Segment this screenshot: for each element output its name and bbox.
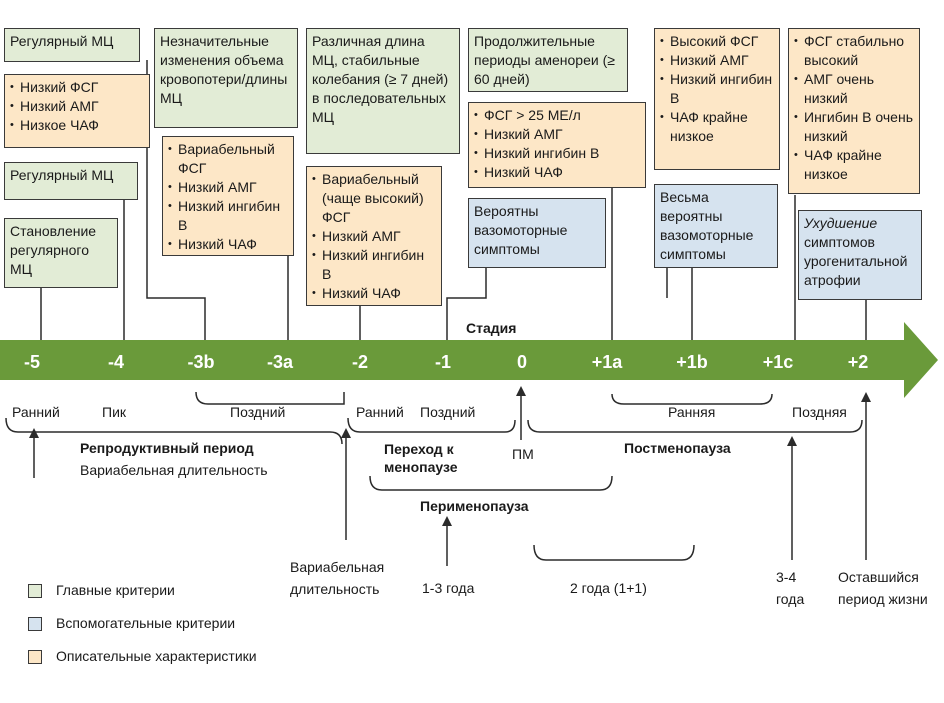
- box-stage-minus1-desc: ФСГ > 25 МЕ/лНизкий АМГНизкий ингибин ВН…: [468, 102, 646, 188]
- desc-list: ФСГ стабильно высокийАМГ очень низкийИнг…: [794, 32, 914, 184]
- desc-item: Низкий АМГ: [474, 125, 640, 144]
- label-late-transition: Поздний: [420, 404, 476, 420]
- box-stage-plus1a-desc: Высокий ФСГНизкий АМГНизкий ингибин ВЧАФ…: [654, 28, 780, 170]
- box-cycle-establishment: Становление регулярного МЦ: [4, 218, 118, 288]
- desc-item: ФСГ > 25 МЕ/л: [474, 106, 640, 125]
- legend-desc-swatch: [28, 650, 42, 664]
- desc-item: Ингибин В очень низкий: [794, 108, 914, 146]
- desc-item: Низкий ингибин В: [168, 197, 288, 235]
- desc-list: Высокий ФСГНизкий АМГНизкий ингибин ВЧАФ…: [660, 32, 774, 146]
- stage-label: -4: [107, 352, 125, 372]
- label-remaining-life: Оставшийся период жизни: [838, 569, 928, 607]
- box-variable-length: Различная длина МЦ, стабильные колебания…: [306, 28, 460, 154]
- desc-item: Низкий ЧАФ: [312, 284, 436, 303]
- desc-list: Вариабельный (чаще высокий) ФСГНизкий АМ…: [312, 170, 436, 303]
- legend-desc-label: Описательные характеристики: [56, 648, 257, 664]
- desc-item: Низкий ингибин В: [312, 246, 436, 284]
- box-stage-minus5-desc: Низкий ФСГНизкий АМГНизкое ЧАФ: [4, 74, 150, 148]
- stage-label: -1: [434, 352, 452, 372]
- desc-list: ФСГ > 25 МЕ/лНизкий АМГНизкий ингибин ВН…: [474, 106, 640, 182]
- timeline-arrow: [0, 322, 938, 398]
- label-3-4-years: 3-4 года: [776, 569, 805, 607]
- label-peak: Пик: [102, 404, 127, 420]
- box-stage-plus1c-desc: ФСГ стабильно высокийАМГ очень низкийИнг…: [788, 28, 920, 194]
- desc-item: ФСГ стабильно высокий: [794, 32, 914, 70]
- label-reproductive-period: Репродуктивный период: [80, 440, 254, 456]
- stage-label: -3b: [187, 352, 215, 372]
- label-early: Ранний: [12, 404, 60, 420]
- label-postmenopause: Постменопауза: [624, 440, 731, 456]
- stage-label: +1a: [591, 352, 623, 372]
- label-early-postmenopause: Ранняя: [668, 404, 716, 420]
- box-minor-changes: Незначительные изменения объема кровопот…: [154, 28, 298, 128]
- legend-supp-label: Вспомогательные критерии: [56, 615, 236, 631]
- desc-item: Низкий АМГ: [312, 227, 436, 246]
- desc-item: ЧАФ крайне низкое: [794, 146, 914, 184]
- label-late-postmenopause: Поздняя: [792, 404, 847, 420]
- label-1-3-years: 1-3 года: [422, 580, 475, 596]
- desc-item: Низкий АМГ: [660, 51, 774, 70]
- label-late: Поздний: [230, 404, 286, 420]
- stage-label: -2: [351, 352, 369, 372]
- atrophy-text: симптомов урогенитальной атрофии: [804, 234, 908, 288]
- desc-item: Низкий ингибин В: [660, 70, 774, 108]
- desc-list: Вариабельный ФСГНизкий АМГНизкий ингибин…: [168, 140, 288, 254]
- label-variable-duration: Вариабельная длительность: [290, 559, 385, 597]
- desc-item: Высокий ФСГ: [660, 32, 774, 51]
- stage-header: Стадия: [466, 320, 517, 336]
- box-amenorrhea: Продолжительные периоды аменореи (≥ 60 д…: [468, 28, 628, 92]
- box-stage-minus2-desc: Вариабельный (чаще высокий) ФСГНизкий АМ…: [306, 166, 442, 306]
- stage-label: -3a: [266, 352, 294, 372]
- stage-label: -5: [23, 352, 41, 372]
- desc-item: Низкий АМГ: [10, 97, 144, 116]
- legend-main-label: Главные критерии: [56, 582, 175, 598]
- desc-item: Вариабельный ФСГ: [168, 140, 288, 178]
- desc-item: Низкое ЧАФ: [10, 116, 144, 135]
- box-regular-cycle-peak: Регулярный МЦ: [4, 162, 138, 200]
- desc-item: ЧАФ крайне низкое: [660, 108, 774, 146]
- desc-list: Низкий ФСГНизкий АМГНизкое ЧАФ: [10, 78, 144, 135]
- legend-main-swatch: [28, 584, 42, 598]
- label-2-years: 2 года (1+1): [570, 580, 647, 596]
- stage-label: +1b: [676, 352, 708, 372]
- label-final-menstrual-period: ПМ: [512, 446, 534, 462]
- desc-item: Низкий ЧАФ: [168, 235, 288, 254]
- worsening-text: Ухудшение: [804, 215, 878, 231]
- stage-label: +1c: [762, 352, 794, 372]
- desc-item: АМГ очень низкий: [794, 70, 914, 108]
- desc-item: Низкий ЧАФ: [474, 163, 640, 182]
- desc-item: Низкий ингибин В: [474, 144, 640, 163]
- stage-label: +2: [847, 352, 869, 372]
- box-vasomotor-very-probable: Весьма вероятны вазомоторные симптомы: [654, 184, 778, 268]
- legend-supp-swatch: [28, 617, 42, 631]
- box-urogenital-atrophy: Ухудшение симптомов урогенитальной атроф…: [798, 210, 922, 300]
- label-perimenopause: Перименопауза: [420, 498, 529, 514]
- desc-item: Низкий ФСГ: [10, 78, 144, 97]
- desc-item: Вариабельный (чаще высокий) ФСГ: [312, 170, 436, 227]
- label-menopause-transition: Переход к менопаузе: [384, 441, 458, 475]
- box-stage-minus3a-desc: Вариабельный ФСГНизкий АМГНизкий ингибин…: [162, 136, 294, 256]
- desc-item: Низкий АМГ: [168, 178, 288, 197]
- label-early-transition: Ранний: [356, 404, 404, 420]
- box-vasomotor-probable: Вероятны вазомоторные симптомы: [468, 198, 606, 268]
- box-regular-cycle-main: Регулярный МЦ: [4, 28, 140, 62]
- label-reproductive-variable: Вариабельная длительность: [80, 462, 268, 478]
- stage-label: 0: [516, 352, 528, 372]
